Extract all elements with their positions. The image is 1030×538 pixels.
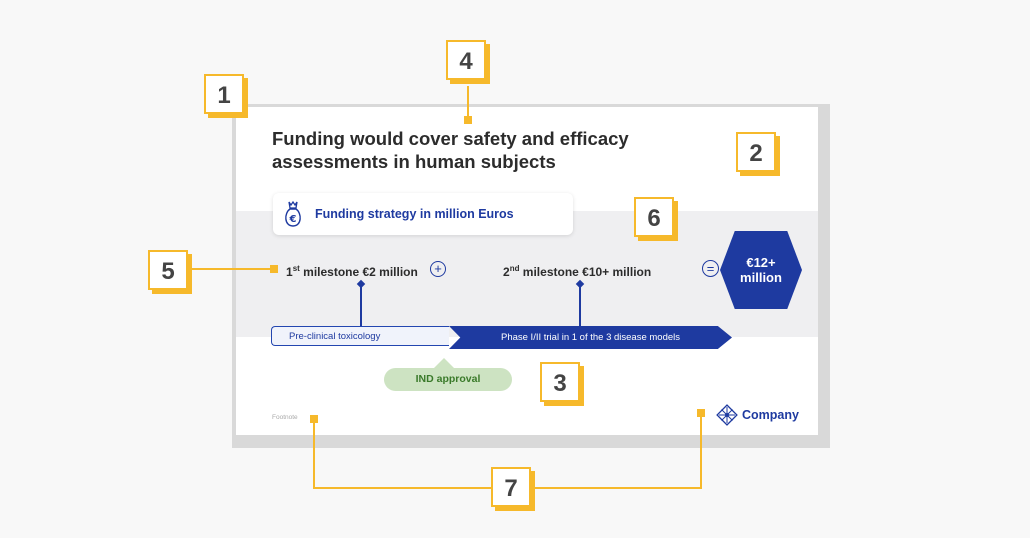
ind-approval-badge: IND approval: [384, 368, 512, 391]
callout-7-connector-right: [700, 413, 702, 489]
callout-1: 1: [204, 74, 244, 114]
callout-5-anchor: [270, 265, 278, 273]
plus-circle-icon: +: [430, 261, 446, 277]
callout-7-connector-left: [313, 419, 315, 489]
funding-strategy-box: € Funding strategy in million Euros: [273, 193, 573, 235]
callout-3: 3: [540, 362, 580, 402]
funding-strategy-label: Funding strategy in million Euros: [315, 207, 514, 221]
footnote: Footnote: [272, 414, 298, 421]
milestone-1-connector: [360, 285, 362, 326]
company-logo: Company: [716, 404, 799, 426]
svg-text:€: €: [289, 214, 297, 225]
callout-5: 5: [148, 250, 188, 290]
company-logo-icon: [716, 404, 738, 426]
callout-4-connector: [467, 86, 469, 120]
callout-7: 7: [491, 467, 531, 507]
total-hexagon: €12+million: [720, 231, 802, 309]
callout-5-connector: [190, 268, 274, 270]
total-amount: €12+million: [740, 255, 782, 285]
milestone-2-connector: [579, 285, 581, 326]
phase-preclinical: Pre-clinical toxicology: [271, 326, 449, 346]
money-bag-euro-icon: €: [285, 200, 301, 227]
callout-6: 6: [634, 197, 674, 237]
equals-circle-icon: =: [702, 260, 719, 277]
callout-4-anchor: [464, 116, 472, 124]
milestone-1-label: 1st milestone €2 million: [286, 264, 418, 279]
milestone-2-label: 2nd milestone €10+ million: [503, 264, 652, 279]
slide: Funding would cover safety and efficacy …: [236, 107, 818, 435]
callout-2: 2: [736, 132, 776, 172]
phase-clinical-trial: Phase I/II trial in 1 of the 3 disease m…: [449, 326, 732, 349]
slide-title: Funding would cover safety and efficacy …: [272, 128, 629, 172]
ind-pointer: [434, 358, 454, 368]
callout-4: 4: [446, 40, 486, 80]
company-name: Company: [742, 408, 799, 422]
